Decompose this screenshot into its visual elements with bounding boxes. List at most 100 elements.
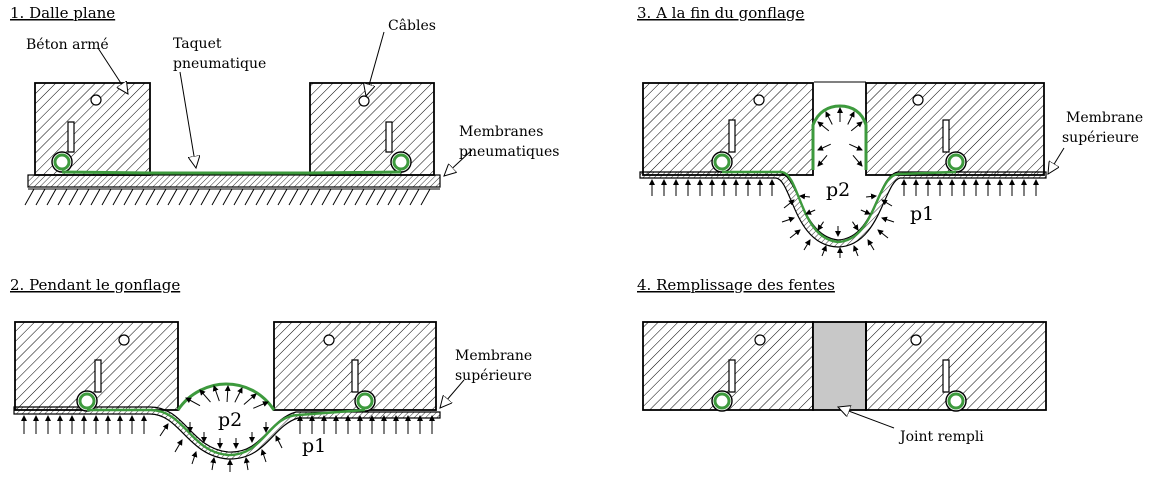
leader-concrete — [97, 47, 128, 94]
ground-tick — [244, 188, 255, 206]
panel-1-title: 1. Dalle plane — [10, 4, 115, 22]
leader-cables — [366, 31, 385, 96]
pressure-arrow — [849, 143, 863, 151]
ground-tick — [123, 188, 134, 206]
pressure-arrow — [847, 111, 855, 125]
pressure-arrow — [799, 193, 810, 200]
ground-tick — [387, 188, 398, 206]
pressure-arrow — [243, 457, 250, 471]
cable-hole-right — [323, 334, 335, 346]
cable-hole-right — [910, 334, 922, 346]
pressure-arrow — [850, 121, 863, 132]
cable-hole-left — [753, 94, 765, 106]
ground-tick — [90, 188, 101, 206]
panel-3: 3. A la fin du gonflage Membrane supérie… — [637, 4, 1143, 258]
ground-tick — [288, 188, 299, 206]
pressure-arrow — [853, 245, 859, 257]
anchor-hook-left — [67, 121, 75, 153]
anchor-hook-right — [942, 359, 950, 393]
label-concrete: Béton armé — [26, 37, 109, 53]
pressure-arrow — [817, 154, 828, 167]
pressure-arrow — [210, 457, 217, 471]
ground-tick — [134, 188, 145, 206]
pressure-arrow — [881, 216, 895, 223]
label-cables: Câbles — [388, 18, 436, 34]
ground-tick — [409, 188, 420, 206]
upper-membrane-bulge — [176, 382, 276, 411]
label-tab-line1: Taquet — [173, 36, 222, 52]
label-membrane-line1: Membrane — [455, 348, 532, 364]
pressure-arrow — [817, 121, 830, 132]
ground-tick — [354, 188, 365, 206]
ground-tick — [211, 188, 222, 206]
label-membrane-line2: supérieure — [1062, 130, 1139, 146]
ground-tick — [189, 188, 200, 206]
ground-tick — [332, 188, 343, 206]
cable-hole-right — [358, 95, 370, 107]
pressure-arrow — [803, 239, 811, 251]
ground-tick — [167, 188, 178, 206]
ground-tick — [145, 188, 156, 206]
label-membrane-line2: supérieure — [455, 368, 532, 384]
ground-tick — [376, 188, 387, 206]
leader-tab — [179, 71, 196, 168]
pressure-arrow — [805, 209, 816, 215]
pressure-arrow — [867, 239, 875, 251]
label-membrane-line1: Membrane — [1066, 110, 1143, 126]
pressure-arrow — [234, 387, 243, 403]
cable-hole-left — [90, 94, 102, 106]
pressure-arrow — [212, 385, 220, 402]
pressure-arrow — [852, 221, 859, 231]
anchor-hook-right — [351, 359, 359, 393]
ground-tick — [156, 188, 167, 206]
ground-tick — [200, 188, 211, 206]
pressure-arrow — [817, 143, 831, 151]
ground-tick — [79, 188, 90, 206]
ground-tick — [277, 188, 288, 206]
ground-tick — [365, 188, 376, 206]
panel-3-title: 3. A la fin du gonflage — [637, 4, 804, 22]
ground-tick — [222, 188, 233, 206]
ground-tick — [266, 188, 277, 206]
ground-tick — [35, 188, 46, 206]
label-p2: p2 — [218, 409, 242, 431]
ground-tick — [420, 188, 431, 206]
ground-tick — [57, 188, 68, 206]
label-membranes-line2: pneumatiques — [459, 144, 559, 160]
panel-1: 1. Dalle plane B — [10, 4, 559, 206]
pressure-arrows-p1 — [649, 179, 1039, 258]
concrete-block-right — [309, 82, 435, 176]
leader-membrane — [1048, 147, 1065, 174]
lower-membrane-green — [722, 170, 957, 244]
ground-tick — [321, 188, 332, 206]
pressure-arrow — [159, 423, 169, 437]
label-membranes-line1: Membranes — [459, 124, 543, 140]
pressure-arrow — [224, 385, 231, 403]
lower-membrane-green — [87, 408, 366, 457]
pressure-arrow — [199, 389, 211, 403]
ground-tick — [101, 188, 112, 206]
ground-tick — [233, 188, 244, 206]
ground-tick — [398, 188, 409, 206]
pressure-arrow — [243, 393, 257, 405]
pressure-arrow — [860, 209, 871, 215]
leader-membrane — [440, 379, 465, 408]
pressure-arrows-p1 — [21, 415, 435, 472]
panel-4-title: 4. Remplissage des fentes — [637, 276, 835, 294]
ground-tick — [255, 188, 266, 206]
pressure-arrow — [817, 221, 824, 231]
label-p1: p1 — [910, 203, 934, 225]
cable-hole-right — [912, 94, 924, 106]
ground-tick — [343, 188, 354, 206]
leader-membranes — [444, 149, 473, 176]
pressure-arrow — [877, 229, 889, 239]
pressure-arrows-p2 — [185, 385, 269, 449]
cable-hole-left — [118, 334, 130, 346]
pressure-arrow — [275, 435, 283, 449]
anchor-hook-left — [94, 359, 102, 393]
ground-tick — [299, 188, 310, 206]
panel-2-title: 2. Pendant le gonflage — [10, 276, 180, 294]
pressure-arrow — [191, 451, 198, 465]
pressure-arrow — [821, 245, 827, 257]
